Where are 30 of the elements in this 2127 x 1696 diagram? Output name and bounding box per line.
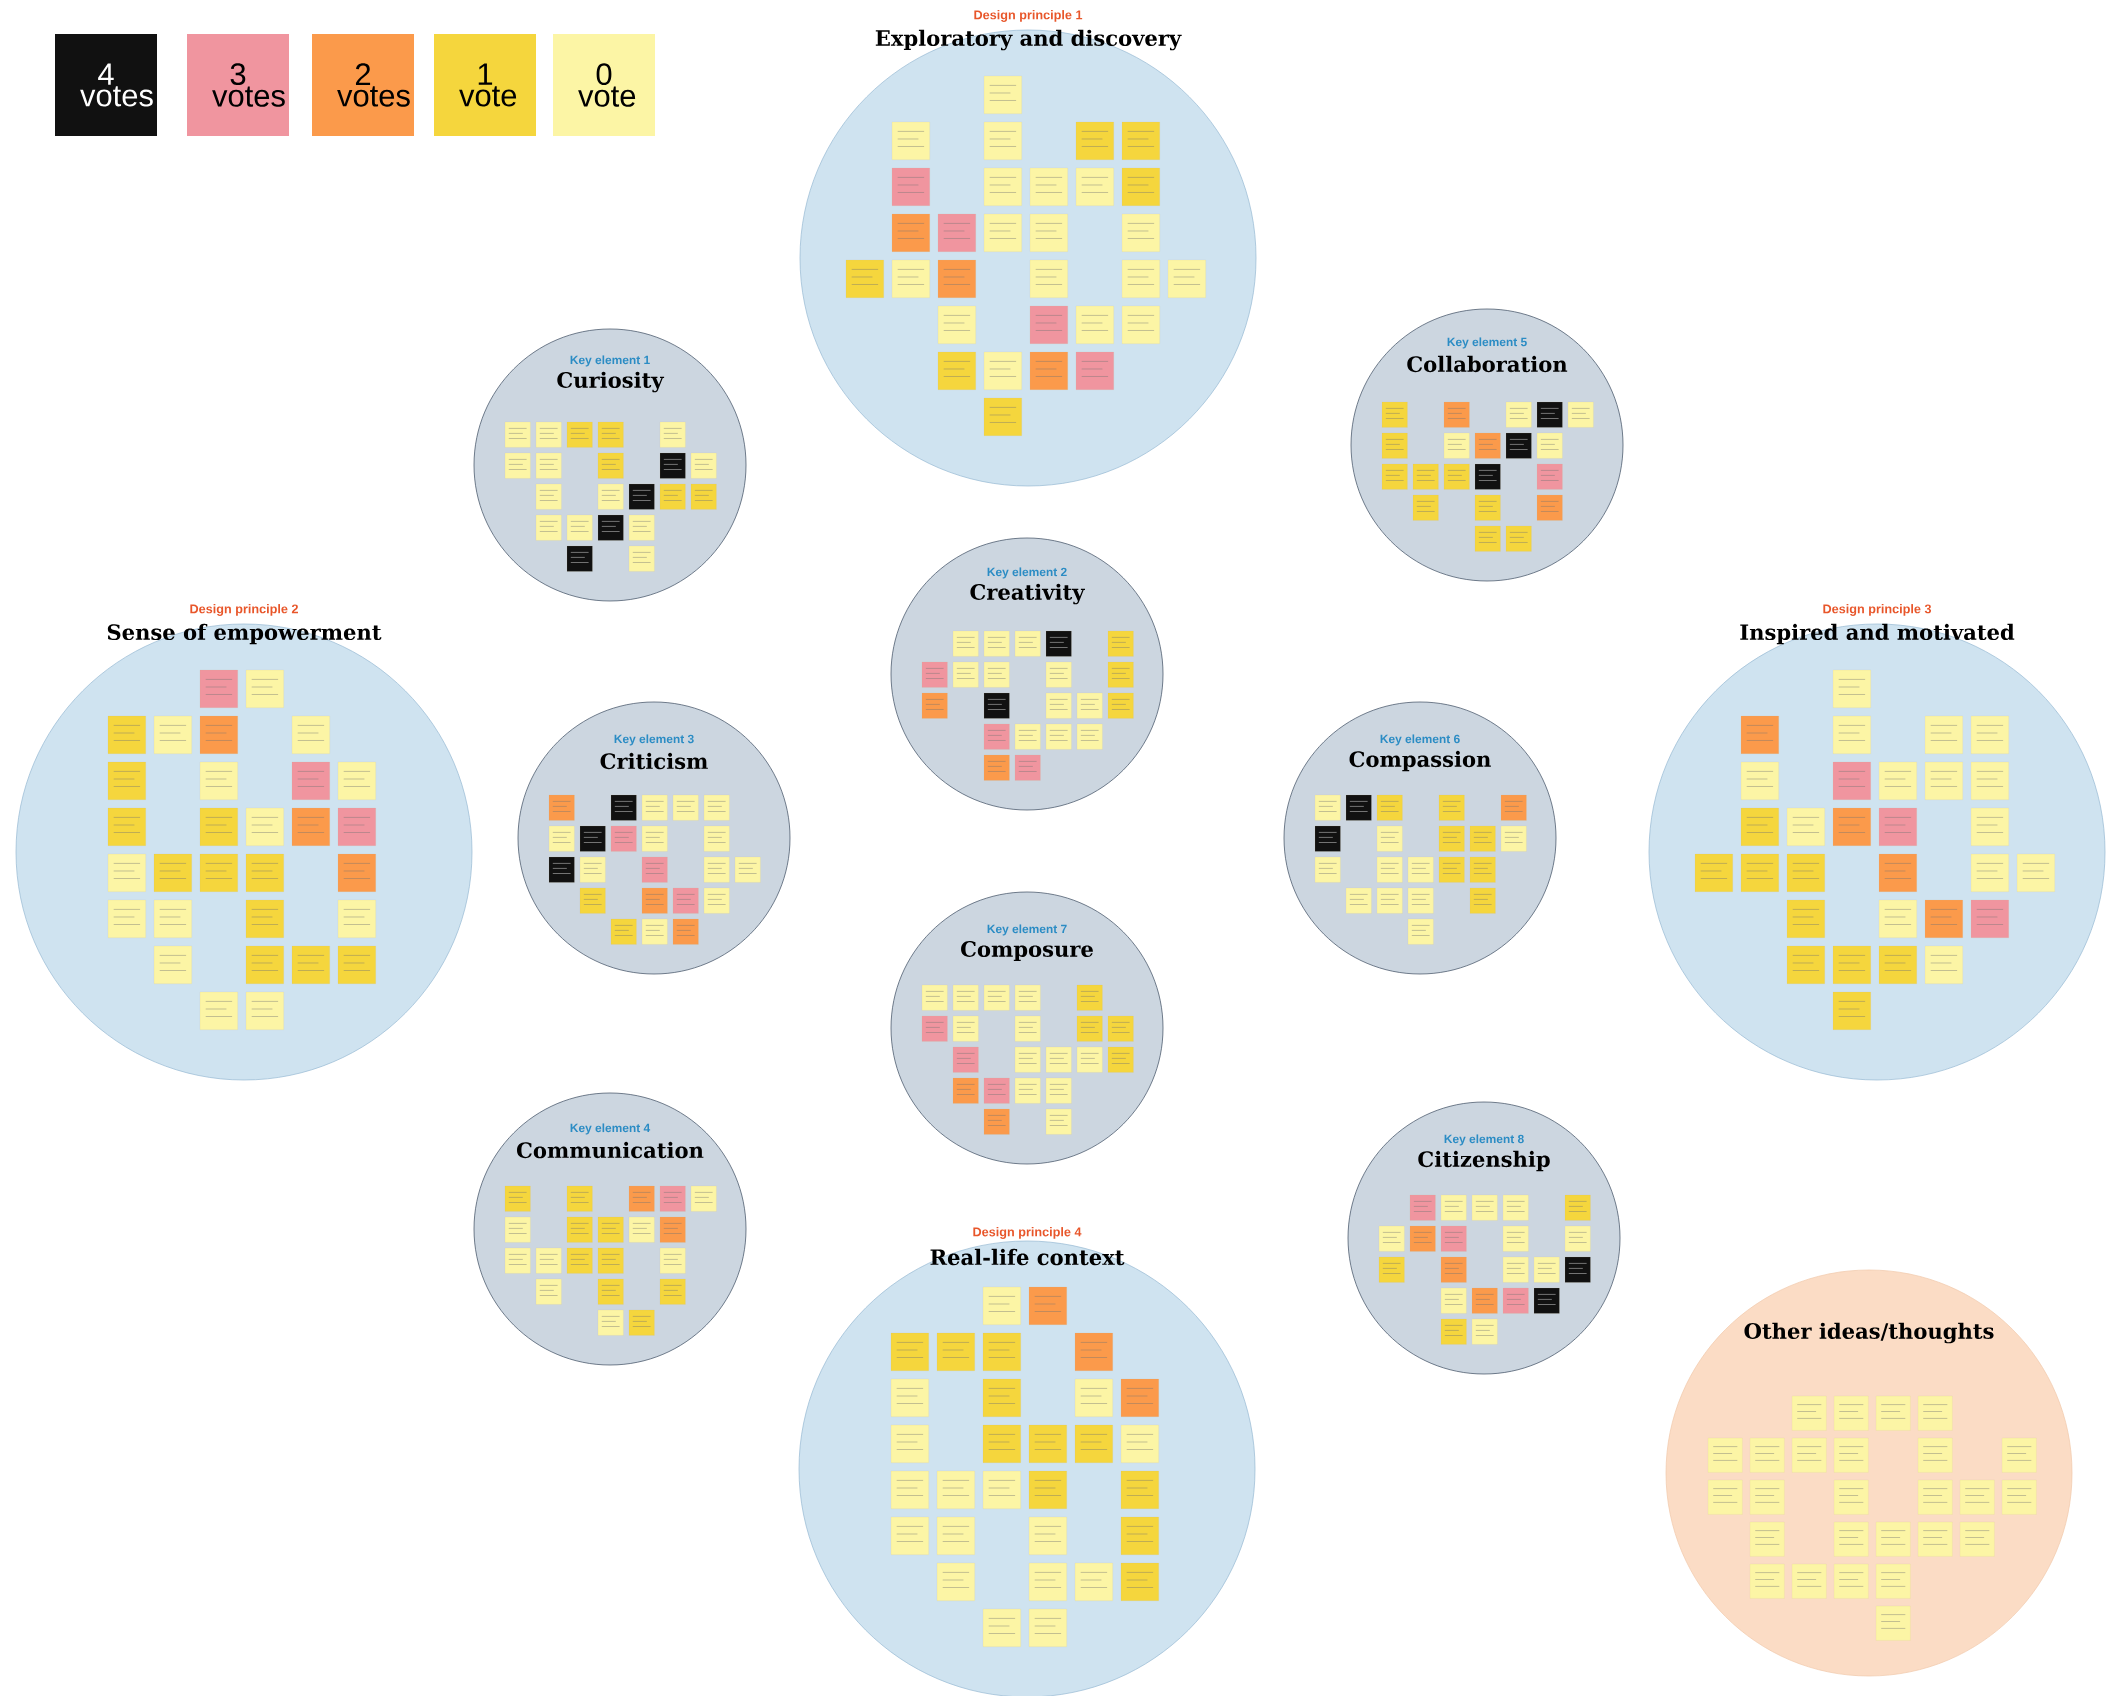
cluster-heading: Design principle 3 — [1823, 604, 1932, 616]
vote-legend-note: 1 vote — [434, 34, 536, 136]
cluster-title: Communication — [517, 1141, 704, 1159]
cluster-title: Inspired and motivated — [1740, 623, 2015, 645]
cluster-title: Criticism — [600, 752, 708, 770]
cluster-title: Compassion — [1349, 750, 1491, 772]
cluster-title: Exploratory and discovery — [875, 29, 1182, 51]
vote-legend-note: 4 votes — [55, 34, 157, 136]
cluster-title: Other ideas/thoughts — [1744, 1322, 1994, 1344]
cluster-heading: Key element 6 — [1380, 734, 1460, 746]
cluster-heading: Design principle 2 — [190, 604, 298, 616]
vote-legend-note: 2 votes — [312, 34, 414, 136]
vote-legend-note: 0 vote — [553, 34, 655, 136]
cluster-heading: Key element 2 — [987, 567, 1067, 579]
cluster-title: Composure — [961, 941, 1093, 961]
cluster-heading: Key element 4 — [570, 1123, 651, 1135]
vote-legend-note: 3 votes — [187, 34, 289, 136]
cluster-heading: Key element 1 — [570, 355, 650, 367]
cluster-heading: Key element 7 — [987, 924, 1067, 936]
cluster-heading: Key element 3 — [614, 734, 694, 746]
cluster-title: Sense of empowerment — [107, 623, 382, 645]
cluster-title: Collaboration — [1407, 355, 1568, 373]
cluster-heading: Key element 8 — [1444, 1134, 1524, 1146]
cluster-title: Citizenship — [1418, 1150, 1550, 1172]
cluster-title: Creativity — [970, 583, 1085, 605]
cluster-title: Curiosity — [557, 371, 665, 393]
cluster-heading: Key element 5 — [1447, 337, 1527, 349]
cluster-heading: Design principle 1 — [974, 10, 1083, 22]
cluster-title: Real-life context — [930, 1248, 1125, 1266]
cluster-heading: Design principle 4 — [973, 1227, 1082, 1239]
